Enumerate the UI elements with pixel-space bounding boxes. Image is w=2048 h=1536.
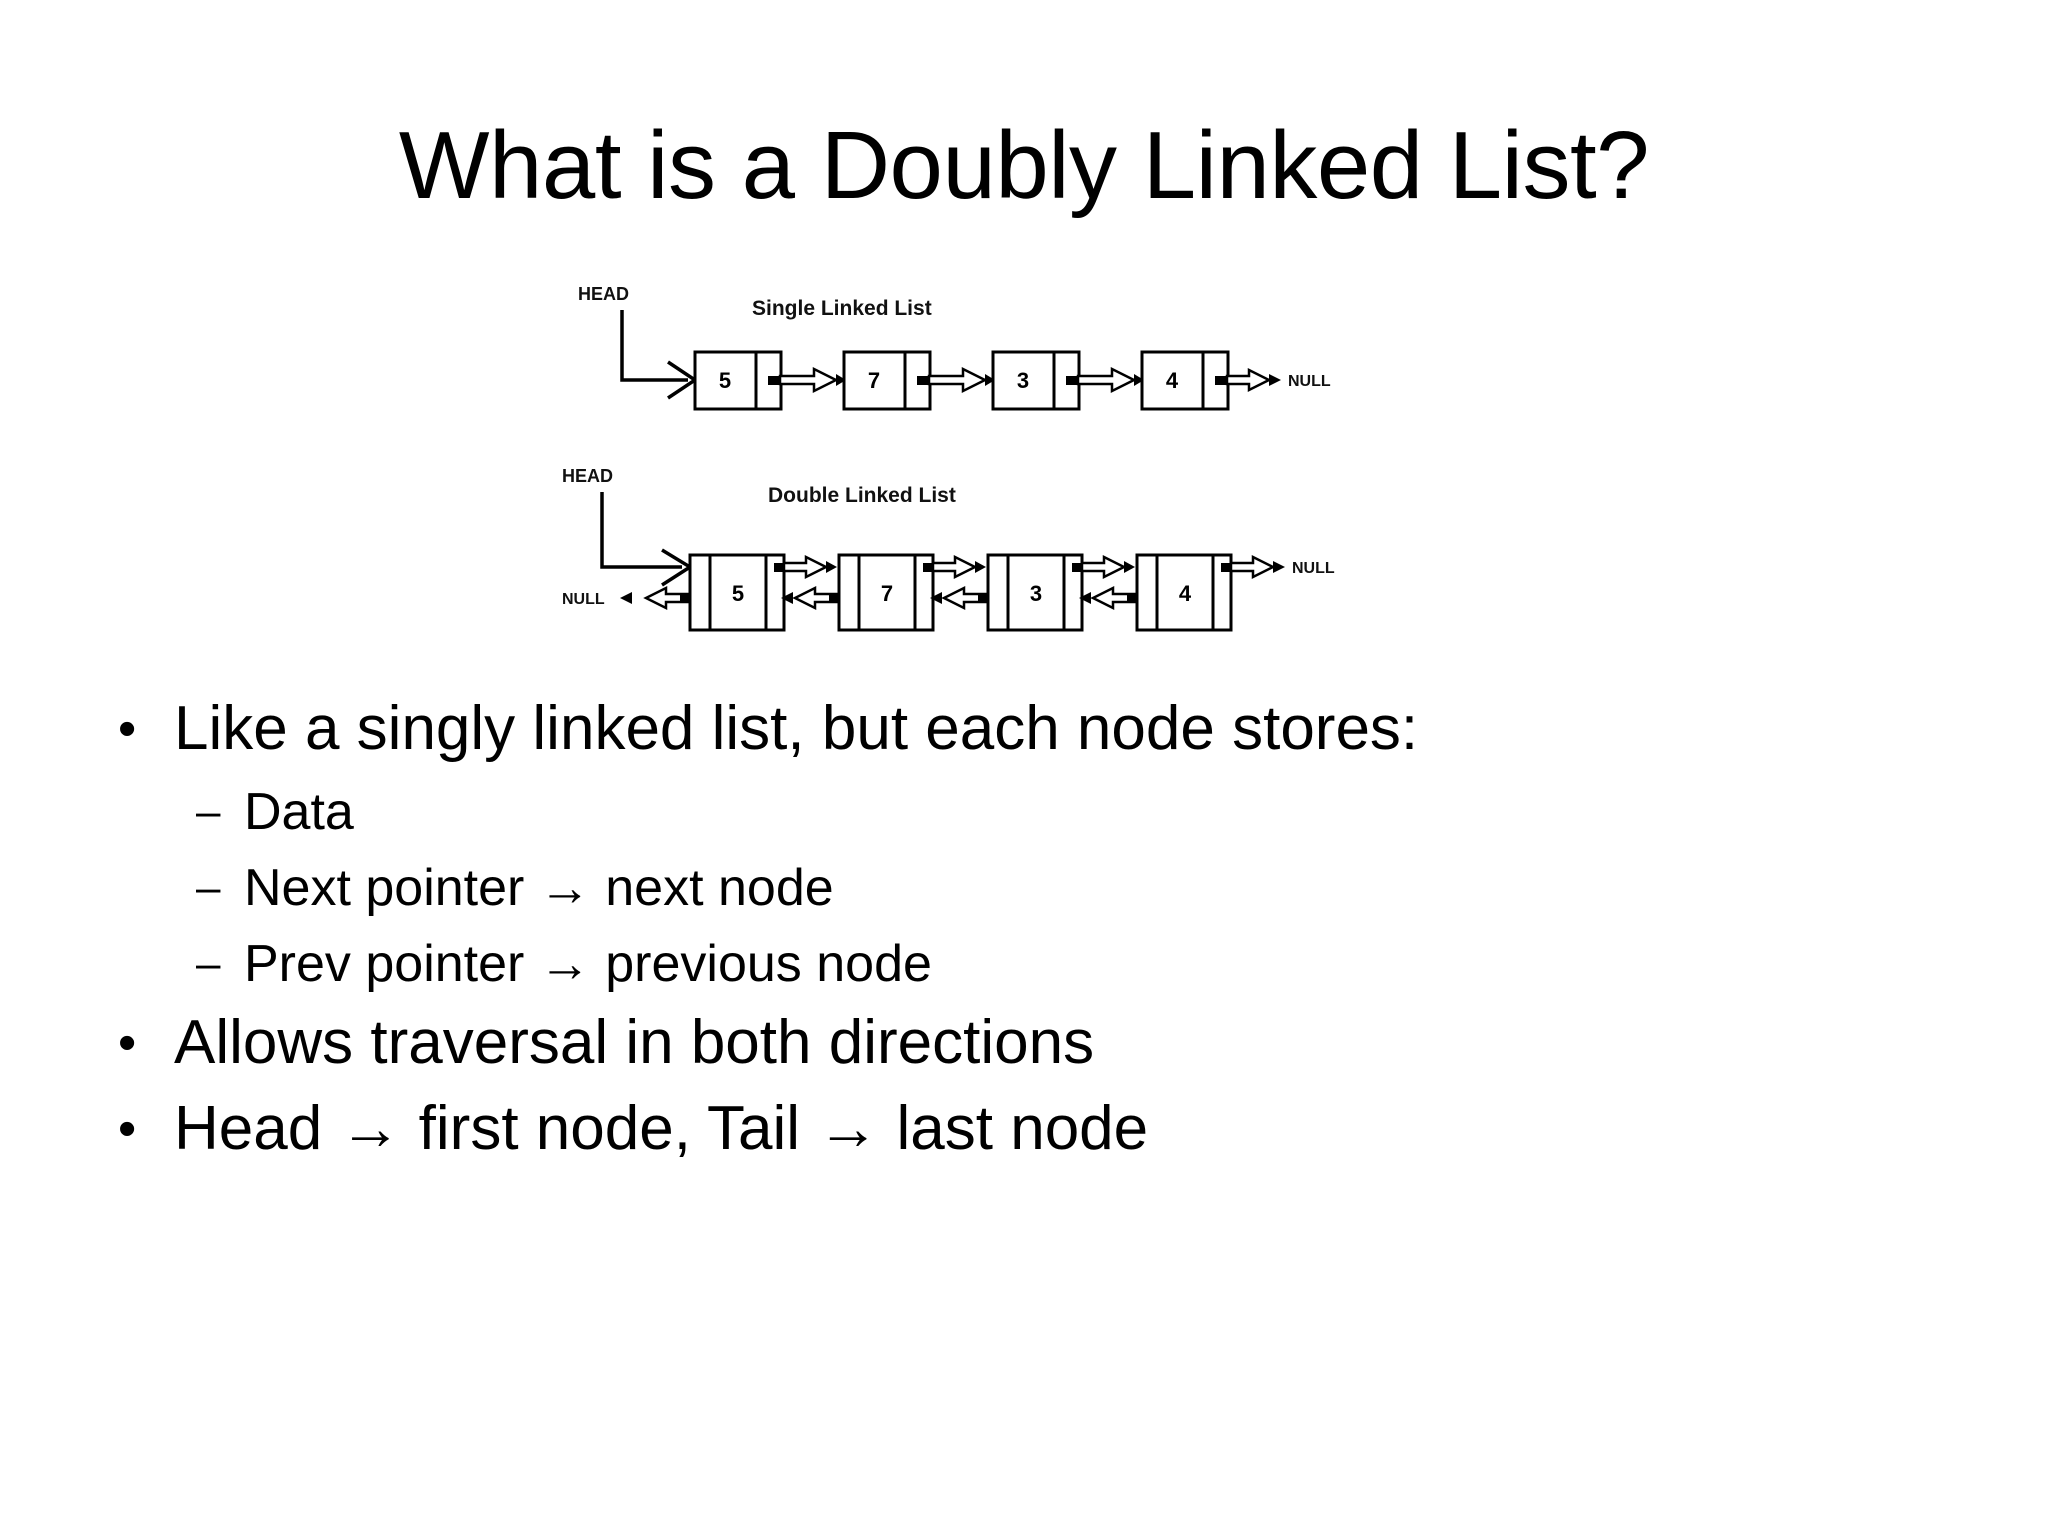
single-list-tail-null-label: NULL (1288, 373, 1331, 390)
page-title: What is a Doubly Linked List? (398, 112, 1650, 219)
double-node-value-1: 7 (881, 581, 893, 606)
double-node-value-3: 4 (1179, 581, 1192, 606)
list-item: • Head → first node, Tail → last node (118, 1090, 1998, 1168)
double-list-title: Double Linked List (768, 484, 956, 507)
double-list-head-null-label: NULL (562, 591, 605, 608)
double-list-head-label: HEAD (562, 466, 613, 486)
double-list-tail-null-label: NULL (1292, 560, 1335, 577)
single-list-title: Single Linked List (752, 297, 932, 320)
single-node-value-0: 5 (719, 368, 731, 393)
list-item: • Allows traversal in both directions (118, 1004, 1998, 1082)
single-node-value-1: 7 (868, 368, 880, 393)
bullet-marker: – (196, 787, 221, 836)
bullet-text: Next pointer → next node (244, 859, 834, 917)
bullet-marker: • (118, 1100, 137, 1158)
list-item: • Like a singly linked list, but each no… (118, 690, 1998, 768)
bullet-text: Prev pointer → previous node (244, 935, 932, 993)
list-item: – Prev pointer → previous node (118, 928, 1998, 1000)
single-list-head-label: HEAD (578, 284, 629, 304)
double-node-value-2: 3 (1030, 581, 1042, 606)
linked-list-comparison-diagram: HEAD Single Linked List 5 7 3 (540, 270, 1400, 670)
bullet-marker: • (118, 1014, 137, 1072)
single-node-value-2: 3 (1017, 368, 1029, 393)
list-item: – Data (118, 776, 1998, 848)
bullet-text: Head → first node, Tail → last node (174, 1094, 1149, 1163)
bullet-marker: • (118, 700, 137, 758)
single-node-value-3: 4 (1166, 368, 1179, 393)
list-item: – Next pointer → next node (118, 852, 1998, 924)
bullet-text: Allows traversal in both directions (174, 1008, 1095, 1077)
bullet-text: Like a singly linked list, but each node… (174, 694, 1419, 763)
bullet-list: • Like a singly linked list, but each no… (118, 690, 1998, 1176)
bullet-marker: – (196, 939, 221, 988)
bullet-text: Data (244, 783, 354, 841)
double-node-value-0: 5 (732, 581, 744, 606)
bullet-marker: – (196, 863, 221, 912)
